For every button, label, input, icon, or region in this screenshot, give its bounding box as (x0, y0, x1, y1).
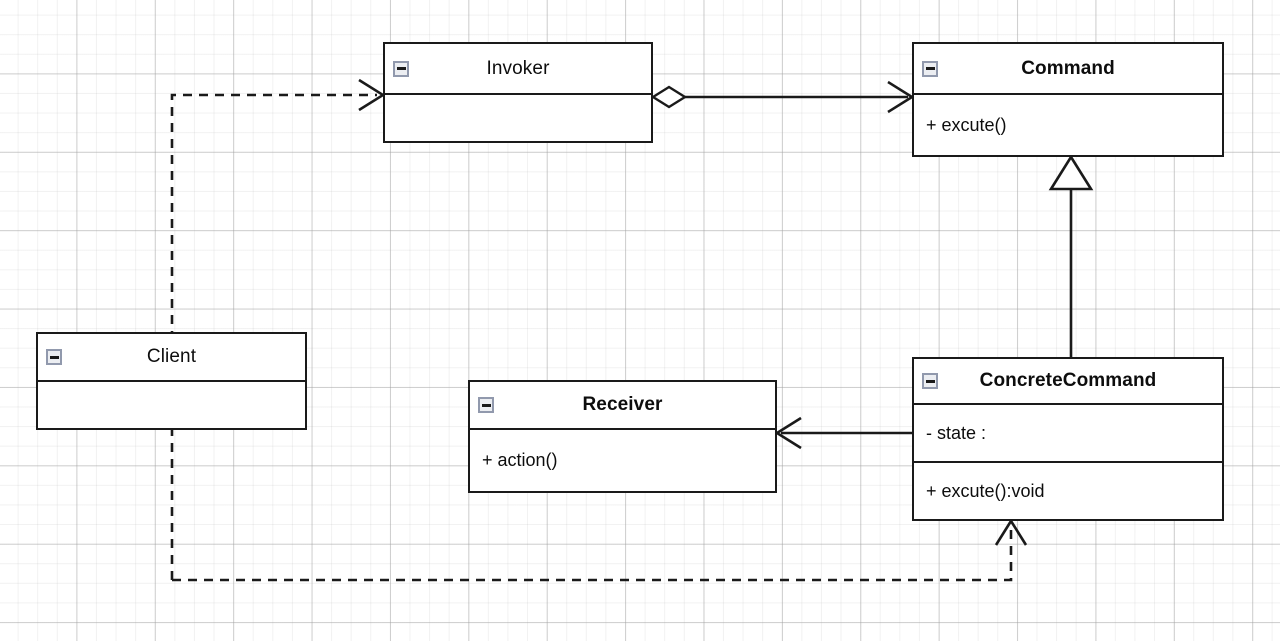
class-member: + excute():void (926, 480, 1045, 501)
open-arrow-icon (994, 518, 1028, 546)
class-member: + action() (482, 450, 558, 470)
class-name-receiver: Receiver (582, 394, 663, 415)
collapse-minus-icon[interactable] (478, 397, 494, 413)
class-member: + excute() (926, 114, 1007, 135)
collapse-minus-icon[interactable] (46, 349, 62, 365)
class-operations-compartment: + action() (470, 430, 775, 491)
hollow-diamond-icon (650, 85, 688, 109)
class-attributes-compartment (38, 382, 305, 428)
class-box-concretecommand[interactable]: ConcreteCommand - state : + excute():voi… (912, 357, 1224, 521)
class-box-command[interactable]: Command + excute() (912, 42, 1224, 157)
class-title-compartment: Command (914, 44, 1222, 95)
edge-concretecommand-command[interactable] (1048, 154, 1094, 357)
class-name-client: Client (146, 346, 197, 367)
class-name-command: Command (1021, 57, 1115, 79)
edge-client-concretecommand[interactable] (172, 518, 1028, 582)
class-box-receiver[interactable]: Receiver + action() (468, 380, 777, 493)
class-operations-compartment: + excute():void (914, 463, 1222, 519)
edge-invoker-command[interactable] (650, 80, 915, 114)
edge-client-invoker[interactable] (170, 78, 386, 580)
class-member: - state : (926, 422, 987, 443)
open-arrow-icon (887, 80, 915, 114)
hollow-triangle-icon (1048, 154, 1094, 191)
class-title-compartment: Invoker (385, 44, 651, 95)
collapse-minus-icon[interactable] (922, 373, 938, 389)
class-title-compartment: Client (38, 334, 305, 382)
class-box-client[interactable]: Client (36, 332, 307, 430)
class-title-compartment: Receiver (470, 382, 775, 430)
edge-concretecommand-receiver[interactable] (774, 416, 912, 450)
class-attributes-compartment (385, 95, 651, 141)
class-title-compartment: ConcreteCommand (914, 359, 1222, 405)
class-name-concretecommand: ConcreteCommand (979, 370, 1157, 391)
class-name-invoker: Invoker (486, 57, 550, 79)
class-box-invoker[interactable]: Invoker (383, 42, 653, 143)
edge-client-concretecommand-line (172, 527, 1013, 582)
open-arrow-icon (358, 78, 386, 112)
open-arrow-icon (774, 416, 802, 450)
class-operations-compartment: + excute() (914, 95, 1222, 155)
class-attributes-compartment: - state : (914, 405, 1222, 463)
collapse-minus-icon[interactable] (393, 60, 409, 77)
collapse-minus-icon[interactable] (922, 60, 938, 77)
